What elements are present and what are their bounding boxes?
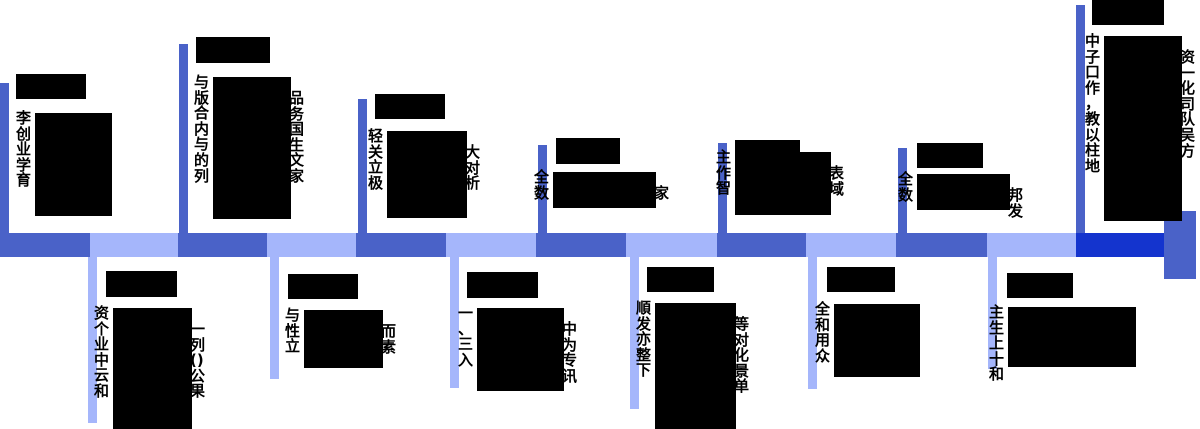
milestone-body-text: 全 数 — [534, 168, 550, 202]
milestone-body-text: 一 、 三 入 — [458, 304, 474, 369]
milestone-title-redacted — [1092, 0, 1164, 25]
timeline-segment[interactable] — [806, 233, 896, 257]
timeline-segment[interactable] — [267, 233, 356, 257]
milestone-body-text-overflow: 等 对 化 景 单 — [734, 315, 750, 396]
milestone-title-redacted — [196, 37, 270, 63]
milestone-title-redacted — [288, 274, 358, 299]
milestone-body-text-overflow: 大 对 析 — [465, 143, 481, 193]
milestone-body-text: 主 作 智 — [716, 148, 732, 198]
timeline-segment[interactable] — [90, 233, 178, 257]
milestone-body-text-overflow: 中 为 专 讯 — [562, 320, 578, 385]
milestone-body-redacted — [655, 303, 736, 429]
milestone-title-redacted — [556, 138, 620, 164]
timeline-end-cap[interactable] — [1164, 211, 1196, 279]
milestone-stem — [630, 257, 639, 409]
milestone-title-redacted — [16, 74, 86, 99]
milestone-body-text: 順 发 亦 整 下 — [636, 299, 652, 380]
timeline-segment[interactable] — [1076, 233, 1164, 257]
timeline-segment[interactable] — [536, 233, 626, 257]
milestone-body-redacted — [213, 77, 291, 219]
milestone-body-text: 轻 关 立 极 — [368, 127, 384, 192]
milestone-body-text: 主 生 上 十 和 — [989, 303, 1005, 384]
milestone-title-redacted — [467, 272, 538, 298]
milestone-stem — [88, 257, 97, 423]
milestone-title-redacted — [827, 267, 895, 292]
milestone-body-text-overflow: 邦 发 — [1008, 186, 1024, 220]
milestone-body-text: 全 数 — [898, 170, 914, 204]
milestone-body-redacted — [387, 131, 467, 218]
milestone-stem — [179, 44, 188, 233]
milestone-body-text-overflow: 品 务 国 生 文 家 — [289, 89, 305, 185]
milestone-title-redacted — [917, 143, 983, 168]
timeline-segment[interactable] — [626, 233, 717, 257]
milestone-body-text: 李 创 业 学 育 — [16, 109, 32, 190]
timeline-segment[interactable] — [0, 233, 90, 257]
milestone-body-redacted — [1104, 36, 1182, 221]
milestone-body-redacted — [735, 152, 831, 215]
milestone-body-text: 与 性 立 — [285, 306, 301, 356]
milestone-body-text: 中 子 口 作 ， 教 以 柱 地 — [1085, 32, 1101, 175]
milestone-body-text-overflow: 家 — [654, 184, 670, 202]
milestone-body-text-overflow: 一 列 () 公 果 — [190, 320, 206, 401]
timeline-segment[interactable] — [446, 233, 536, 257]
milestone-title-redacted — [1007, 273, 1073, 298]
milestone-body-text-overflow: 而 素 — [381, 322, 397, 356]
milestone-title-redacted — [106, 271, 177, 297]
milestone-body-redacted — [834, 304, 920, 377]
timeline-segment[interactable] — [178, 233, 267, 257]
milestone-stem — [988, 257, 997, 369]
milestone-body-text: 资 个 业 中 云 和 — [94, 304, 110, 400]
timeline-segment[interactable] — [987, 233, 1076, 257]
milestone-body-text-overflow: 资 一 化 司 队 吴 方 — [1180, 48, 1196, 160]
milestone-body-redacted — [35, 113, 112, 216]
timeline-segment[interactable] — [717, 233, 806, 257]
milestone-title-redacted — [647, 267, 714, 292]
milestone-title-redacted — [375, 94, 445, 119]
milestone-body-text-overflow: 表 域 — [829, 164, 845, 198]
timeline-segment[interactable] — [896, 233, 987, 257]
milestone-body-redacted — [917, 174, 1010, 210]
milestone-stem — [898, 148, 907, 233]
milestone-stem — [538, 145, 547, 233]
milestone-stem — [270, 257, 279, 379]
milestone-body-redacted — [113, 308, 192, 429]
milestone-body-redacted — [304, 310, 383, 368]
milestone-body-redacted — [553, 172, 656, 208]
milestone-stem — [808, 257, 817, 389]
milestone-stem — [1076, 5, 1085, 233]
milestone-stem — [358, 99, 367, 233]
milestone-body-text: 与 版 合 内 与 的 列 — [194, 73, 210, 185]
milestone-stem — [450, 257, 459, 388]
milestone-body-text: 全 和 用 众 — [815, 300, 831, 365]
milestone-stem — [718, 143, 727, 233]
milestone-stem — [0, 83, 9, 233]
timeline-segment[interactable] — [356, 233, 446, 257]
milestone-body-redacted — [1008, 307, 1136, 367]
milestone-body-redacted — [477, 308, 564, 391]
